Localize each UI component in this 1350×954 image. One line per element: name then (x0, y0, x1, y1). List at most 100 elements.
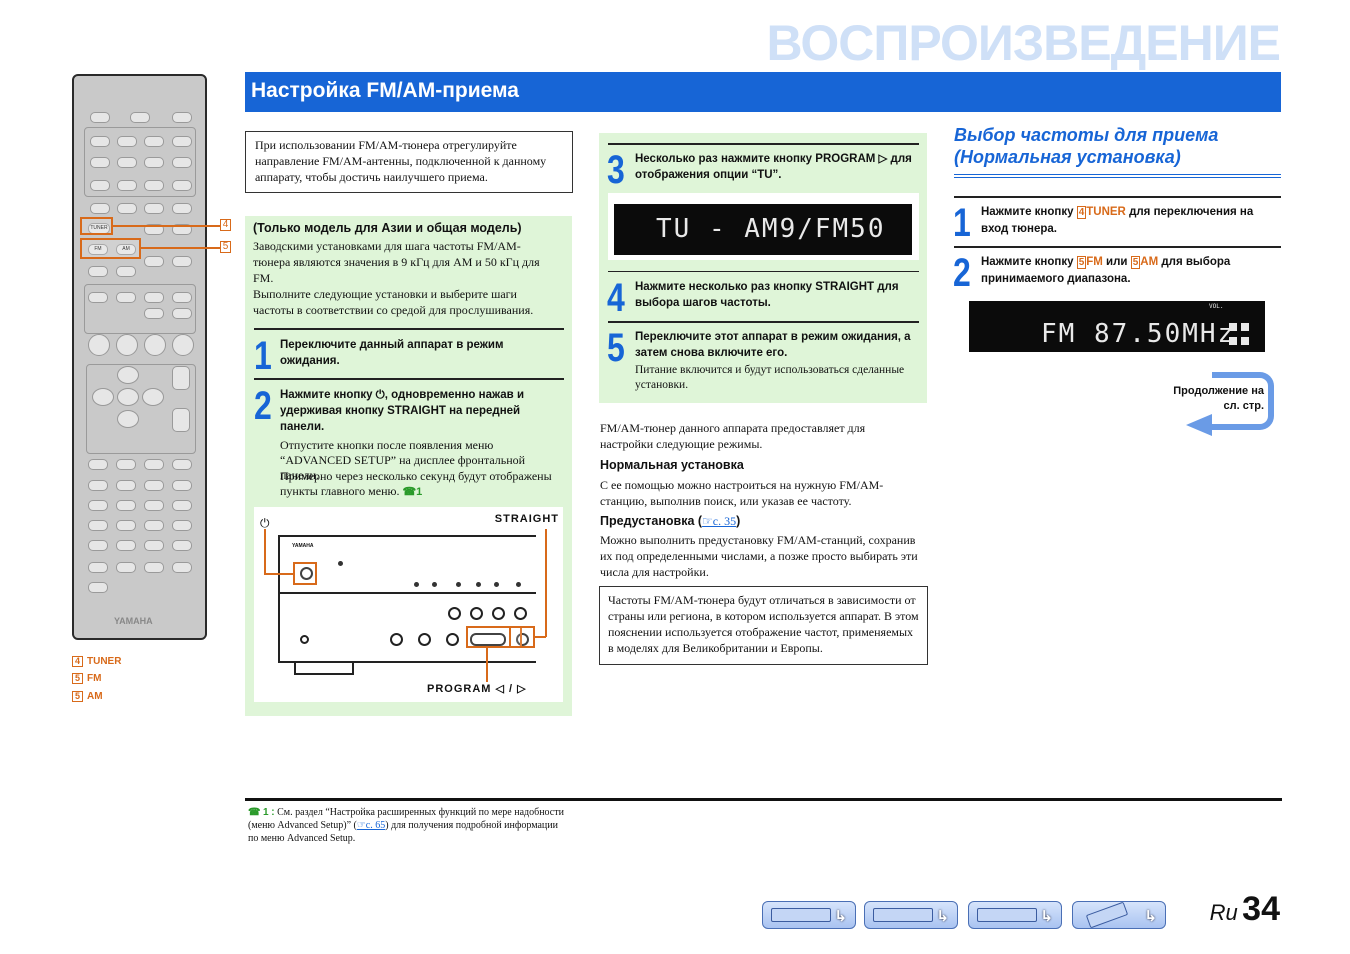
remote-button (144, 308, 164, 319)
remote-button (144, 520, 164, 531)
nav-remote-button[interactable]: ↳ (1072, 901, 1166, 929)
continue-arrowhead-icon (1186, 414, 1212, 436)
remote-button (88, 540, 108, 551)
remote-button (88, 292, 108, 303)
asia-paragraph-1: Заводскими установками для шага частоты … (253, 239, 540, 285)
asia-paragraph-2: Выполните следующие установки и выберите… (253, 287, 534, 317)
step-1-text: Переключите данный аппарат в режим ожида… (280, 339, 504, 367)
display-text: TU - AM9/FM50 (656, 214, 886, 244)
remote-button (88, 266, 108, 277)
remote-button (144, 292, 164, 303)
divider (954, 196, 1281, 198)
step-2-sub-1: Отпустите кнопки после появления меню “A… (280, 438, 526, 482)
remote-button (88, 582, 108, 593)
remote-button (116, 480, 136, 491)
receiver-icon (771, 908, 831, 922)
divider (608, 321, 919, 323)
nav-contents-button[interactable]: ↳ (762, 901, 856, 929)
indicator (1241, 337, 1249, 345)
panel-knob (492, 607, 505, 620)
fm-display-text: FM 87.50MHz (1041, 319, 1236, 349)
power-icon: ⏻ (260, 516, 270, 530)
remote-button (172, 136, 192, 147)
remote-volume-down (172, 408, 190, 432)
menu-icon (977, 908, 1037, 922)
title-underline (954, 174, 1281, 175)
remote-icon (1085, 901, 1129, 929)
remote-nav-group (86, 364, 196, 454)
power-callout-line (264, 529, 266, 574)
remote-button (172, 157, 192, 168)
panel-knob (470, 607, 483, 620)
arrow-icon: ↳ (936, 907, 949, 925)
remote-button (172, 308, 192, 319)
power-callout-line (264, 573, 294, 575)
display-icon (873, 908, 933, 922)
remote-button (130, 112, 150, 123)
footnote: ☎ 1 : См. раздел “Настройка расширенных … (248, 807, 564, 844)
callout-number-5: 5 (220, 241, 231, 253)
preset-page-link[interactable]: ☞с. 35 (702, 514, 737, 528)
remote-enter-button (117, 388, 139, 406)
remote-button (172, 540, 192, 551)
footnote-page-link[interactable]: ☞с. 65 (356, 820, 386, 831)
panel-button (494, 582, 499, 587)
remote-button (144, 562, 164, 573)
front-panel-figure: ⏻ STRAIGHT YAMAHA PROGRAM ◁ / ▷ (254, 507, 563, 702)
panel-seam (280, 592, 536, 594)
panel-brand: YAMAHA (292, 543, 314, 549)
nav-menu-button[interactable]: ↳ (968, 901, 1062, 929)
asia-steps-panel (599, 133, 927, 403)
panel-button (476, 582, 481, 587)
panel-knob (448, 607, 461, 620)
normal-mode-text: С ее помощью можно настроиться на нужную… (600, 478, 884, 508)
arrow-icon: ↳ (1040, 907, 1053, 925)
continue-arrow-icon[interactable] (1212, 372, 1274, 430)
divider (254, 328, 564, 330)
panel-knob (390, 633, 403, 646)
remote-button (144, 480, 164, 491)
callout-number-4: 4 (220, 219, 231, 231)
straight-label: STRAIGHT (494, 513, 559, 525)
remote-button (90, 157, 110, 168)
continue-label[interactable]: Продолжение на сл. стр. (1160, 384, 1264, 414)
divider (254, 378, 564, 380)
program-callout (466, 626, 522, 648)
remote-scene-button (144, 334, 166, 356)
arrow-icon: ↳ (834, 907, 847, 925)
panel-button (414, 582, 419, 587)
remote-button (116, 500, 136, 511)
step-number: 2 (254, 384, 272, 428)
section-title: Настройка FM/AM-приема (245, 72, 1281, 112)
tuner-callout (80, 217, 113, 235)
page-number: Ru 34 (1209, 890, 1280, 928)
nav-panel-button[interactable]: ↳ (864, 901, 958, 929)
straight-callout (509, 626, 535, 648)
step-2-sub-2: Примерно через несколько секунд будут от… (280, 469, 552, 498)
remote-button (172, 520, 192, 531)
tuner-callout-line (113, 225, 220, 227)
remote-am-button: AM (116, 244, 136, 255)
remote-button (116, 266, 136, 277)
volume-label: VOL. (1209, 303, 1224, 310)
program-knob (470, 633, 506, 646)
footer-rule (245, 798, 1282, 801)
fm-am-callout (80, 238, 141, 259)
remote-button (90, 203, 110, 214)
remote-button (116, 292, 136, 303)
divider (608, 271, 919, 272)
remote-button (88, 459, 108, 470)
remote-scene-button (88, 334, 110, 356)
front-display: TU - AM9/FM50 (614, 204, 912, 255)
remote-button (117, 180, 137, 191)
panel-knob (446, 633, 459, 646)
remote-button (144, 540, 164, 551)
remote-button (116, 562, 136, 573)
remote-volume-up (172, 366, 190, 390)
chapter-title: ВОСПРОИЗВЕДЕНИЕ (766, 15, 1281, 71)
panel-button (516, 582, 521, 587)
divider (954, 246, 1281, 248)
